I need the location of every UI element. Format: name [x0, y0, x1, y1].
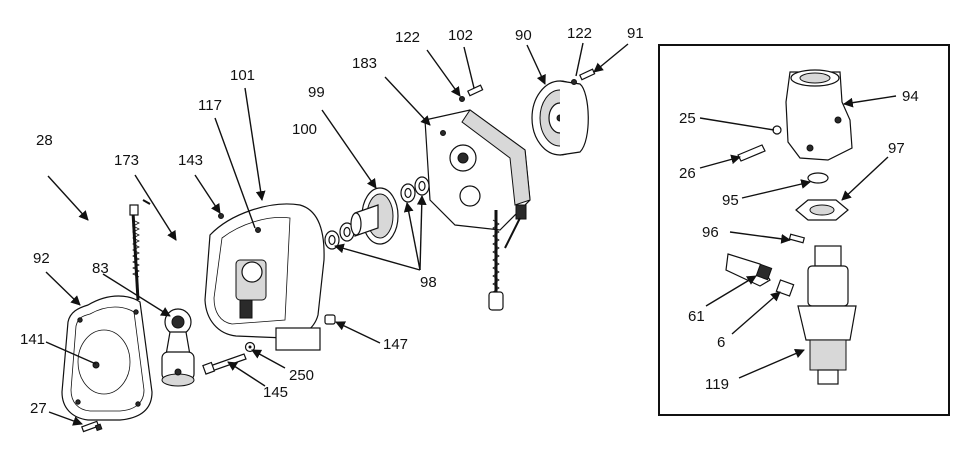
plug-147	[324, 314, 336, 325]
callout-6: 6	[717, 334, 725, 351]
screw-91	[579, 68, 596, 81]
callout-102: 102	[448, 27, 473, 44]
callout-173: 173	[114, 152, 139, 169]
screw-145	[202, 353, 247, 375]
connecting-rod-83	[161, 308, 195, 387]
leader-arrows	[45, 42, 897, 426]
pump-bracket-94	[785, 69, 853, 161]
fitting-61	[725, 253, 773, 287]
callout-61: 61	[688, 308, 705, 325]
callout-27: 27	[30, 400, 47, 417]
callout-94: 94	[902, 88, 919, 105]
thrust-washers-98	[324, 176, 430, 250]
screw-102	[467, 84, 484, 97]
callout-83: 83	[92, 260, 109, 277]
callout-26: 26	[679, 165, 696, 182]
callout-117: 117	[198, 97, 222, 114]
callout-145: 145	[263, 384, 288, 401]
detail-inset-frame	[658, 44, 950, 416]
callout-122-left: 122	[395, 29, 420, 46]
screw-27	[81, 420, 103, 433]
lock-nut-97	[795, 199, 849, 221]
spring-screw-26	[737, 144, 766, 162]
callout-98: 98	[420, 274, 437, 291]
callout-99: 99	[308, 84, 325, 101]
drive-housing-183	[424, 109, 531, 311]
washer-250	[244, 341, 256, 353]
front-housing	[204, 203, 325, 351]
callout-119: 119	[705, 376, 729, 393]
displacement-pump-119	[797, 245, 857, 385]
callout-183: 183	[352, 55, 377, 72]
callout-90: 90	[515, 27, 532, 44]
callout-95: 95	[722, 192, 739, 209]
washer-122-right	[571, 79, 577, 85]
callout-100: 100	[292, 121, 317, 138]
pin-173	[129, 199, 151, 301]
pin-96	[788, 233, 806, 244]
callout-97: 97	[888, 140, 905, 157]
callout-92: 92	[33, 250, 50, 267]
motor-end-bell-90	[531, 80, 589, 156]
callout-250: 250	[289, 367, 314, 384]
callout-101: 101	[230, 67, 255, 84]
set-screw-25	[772, 125, 782, 135]
callout-147: 147	[383, 336, 408, 353]
callout-labels: 28 173 143 117 101 99 100 183 122 102 90…	[20, 25, 919, 417]
gear-99	[350, 187, 399, 245]
callout-28: 28	[36, 132, 53, 149]
callout-141: 141	[20, 331, 45, 348]
callout-25: 25	[679, 110, 696, 127]
callout-122-right: 122	[567, 25, 592, 42]
callout-143: 143	[178, 152, 203, 169]
front-cover-plate	[61, 295, 153, 421]
washer-122-left	[459, 96, 465, 102]
callout-96: 96	[702, 224, 719, 241]
retaining-ring-95	[807, 172, 829, 184]
callout-91: 91	[627, 25, 644, 42]
